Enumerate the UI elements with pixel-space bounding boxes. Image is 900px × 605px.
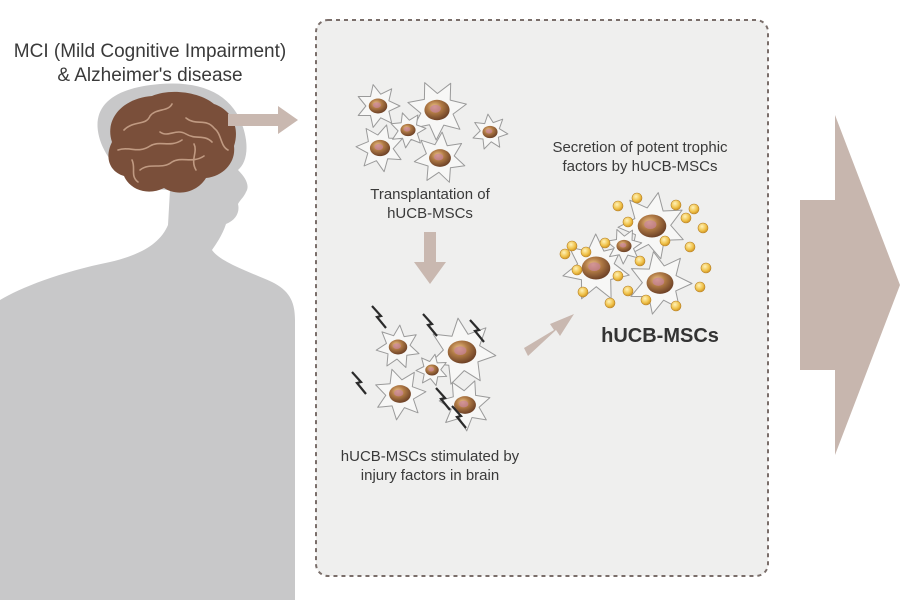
trophic-factor-dot <box>640 294 652 306</box>
lightning-bolt-icon <box>351 371 367 395</box>
condition-title-line2: & Alzheimer's disease <box>57 65 243 86</box>
stimulated-label-line1: hUCB-MSCs stimulated by <box>340 448 520 465</box>
stem-cell-icon <box>407 82 467 141</box>
lightning-bolt-icon <box>435 387 451 411</box>
trophic-factor-dot <box>631 192 643 204</box>
lightning-bolt-icon <box>451 405 467 429</box>
trophic-factor-dot <box>604 297 616 309</box>
trophic-factor-dot <box>599 237 611 249</box>
cell-cluster-secreting <box>562 192 693 315</box>
trophic-factor-dot <box>680 212 692 224</box>
trophic-factor-dot <box>559 248 571 260</box>
cell-cluster-transplant <box>355 82 509 183</box>
trophic-factor-dot <box>670 199 682 211</box>
stem-cell-icon <box>375 368 427 421</box>
stem-cell-icon <box>472 113 509 150</box>
trophic-factor-dot <box>566 240 578 252</box>
arrow-to-panel <box>228 106 298 134</box>
stimulated-label-line2: injury factors in brain <box>360 467 500 484</box>
injury-bolts <box>351 305 485 429</box>
stem-cell-icon <box>355 124 403 173</box>
secretion-label-line2: factors by hUCB-MSCs <box>562 158 718 175</box>
trophic-factor-dot <box>634 255 646 267</box>
big-right-arrow <box>800 115 900 455</box>
trophic-factor-dot <box>571 264 583 276</box>
trophic-factor-dot <box>688 203 700 215</box>
stem-cell-icon <box>438 380 491 432</box>
trophic-factor-dots <box>559 192 712 312</box>
trophic-factor-dot <box>697 222 709 234</box>
lightning-bolt-icon <box>422 313 438 337</box>
stem-cell-icon <box>630 251 693 315</box>
trophic-factor-dot <box>670 300 682 312</box>
cells-label: hUCB-MSCs <box>601 325 719 347</box>
trophic-factor-dot <box>577 286 589 298</box>
trophic-factor-dot <box>684 241 696 253</box>
trophic-factor-dot <box>659 235 671 247</box>
transplant-label-line1: Transplantation of <box>370 186 490 203</box>
transplant-label-line2: hUCB-MSCs <box>387 205 473 222</box>
stem-cell-icon <box>606 229 643 265</box>
human-silhouette-icon <box>0 83 295 600</box>
trophic-factor-dot <box>694 281 706 293</box>
condition-title-line1: MCI (Mild Cognitive Impairment) <box>13 41 287 62</box>
arrow-diagonal <box>524 314 574 356</box>
trophic-factor-dot <box>622 216 634 228</box>
stem-cell-icon <box>375 324 420 368</box>
stem-cell-icon <box>415 353 448 386</box>
trophic-factor-dot <box>580 246 592 258</box>
stem-cell-icon <box>390 112 427 149</box>
stem-cell-icon <box>357 84 401 128</box>
arrow-down <box>414 232 446 284</box>
trophic-factor-dot <box>622 285 634 297</box>
trophic-factor-dot <box>612 200 624 212</box>
trophic-factor-dot <box>700 262 712 274</box>
brain-icon <box>108 91 236 193</box>
lightning-bolt-icon <box>371 305 387 329</box>
lightning-bolt-icon <box>469 319 485 343</box>
stem-cell-icon <box>413 131 466 183</box>
trophic-factor-dot <box>612 270 624 282</box>
secretion-label-line1: Secretion of potent trophic <box>552 139 728 156</box>
